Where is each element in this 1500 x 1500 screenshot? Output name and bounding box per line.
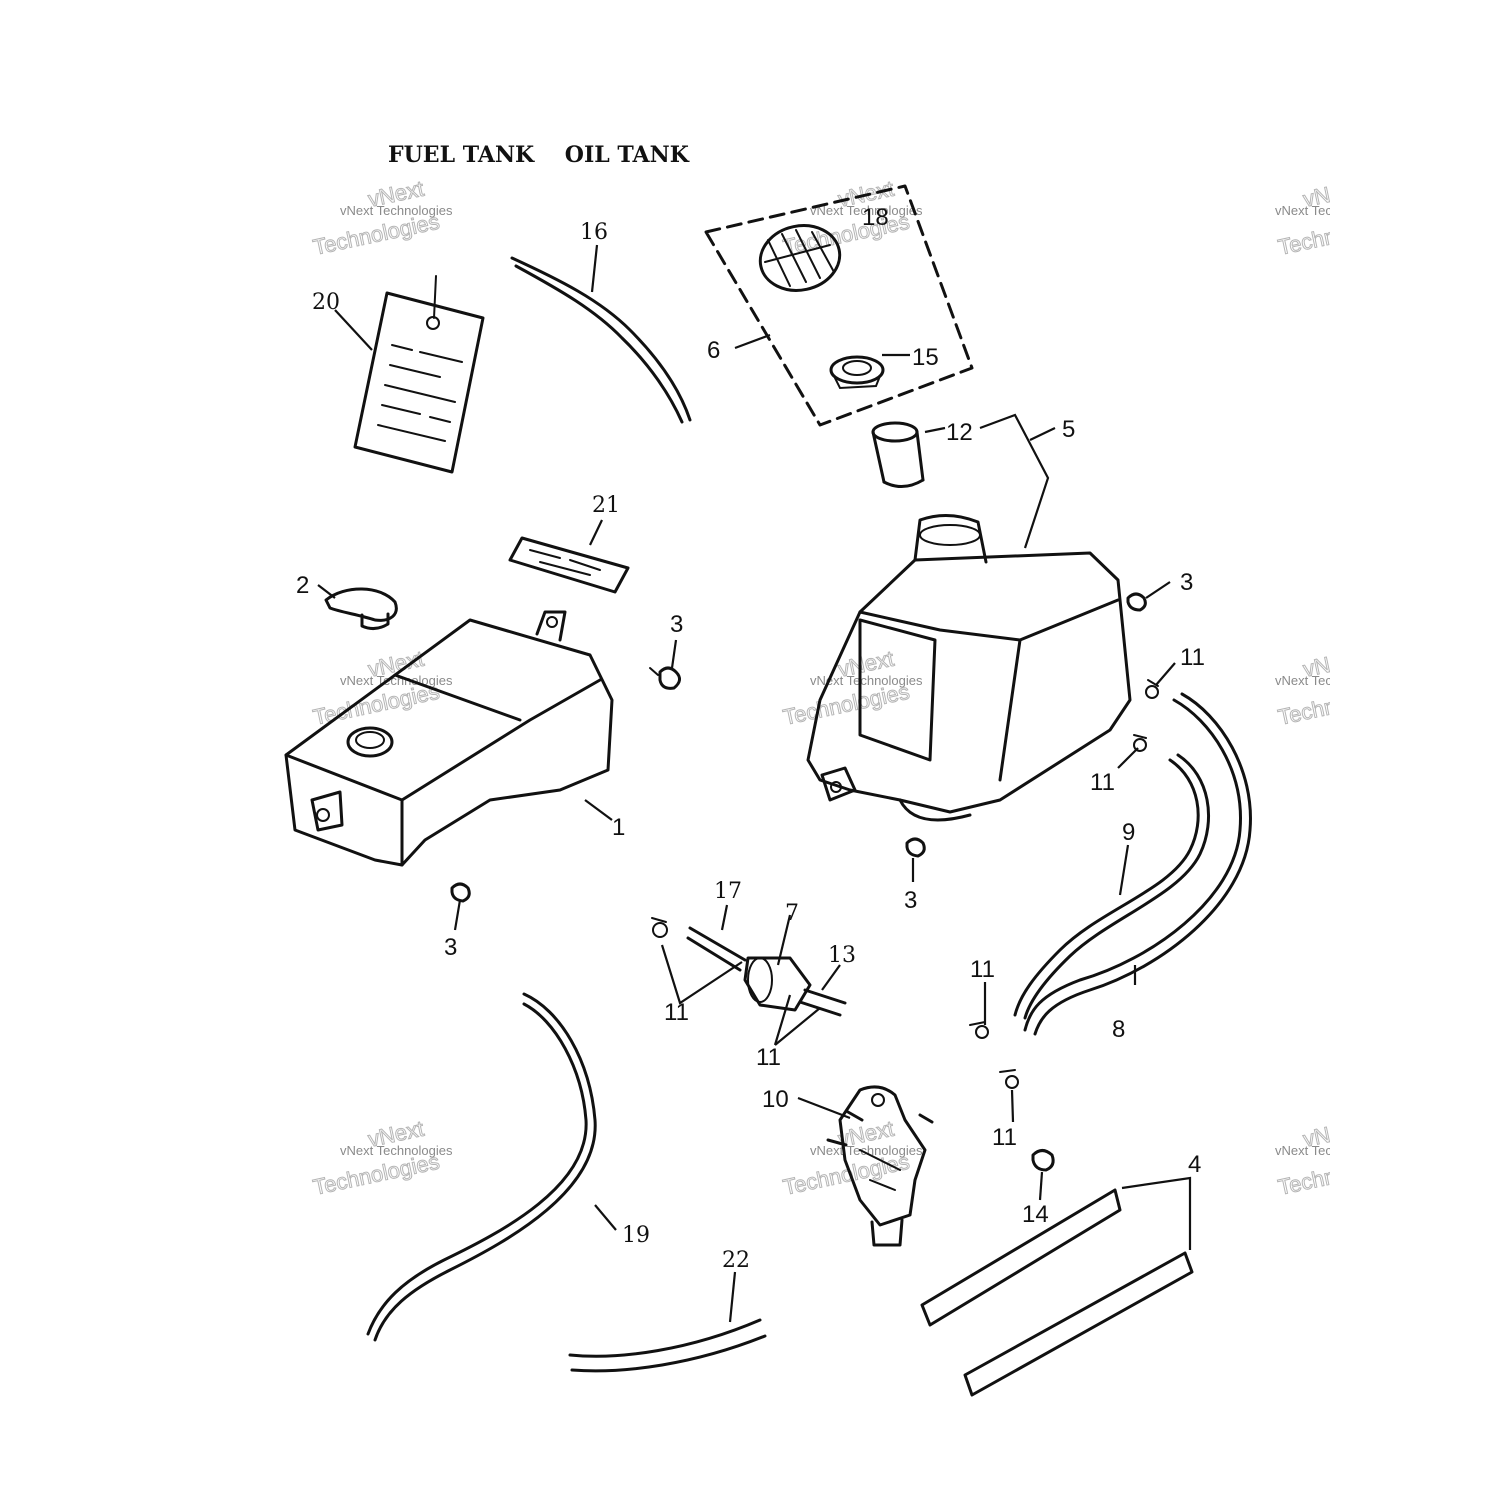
callout-18: 18	[862, 204, 889, 231]
callout-11-top: 11	[1180, 644, 1205, 671]
watermark-text: vNext Technologies	[1275, 1143, 1388, 1158]
part-11-clamp	[999, 1069, 1019, 1089]
callout-8: 8	[1112, 1016, 1125, 1043]
part-3-clip	[1126, 592, 1147, 612]
callout-11-mid: 11	[1090, 769, 1115, 796]
part-20-tag	[353, 275, 485, 474]
diagram-title: FUEL TANK OIL TANK	[388, 142, 690, 168]
watermark-text: vNext Technologies	[810, 203, 923, 218]
watermark-text: vNext Technologies	[340, 203, 453, 218]
leader-lines	[317, 244, 1192, 1323]
watermark-text: vNext Technologies	[1275, 673, 1388, 688]
callout-19: 19	[622, 1223, 650, 1248]
watermark-text: vNext	[1301, 1116, 1361, 1152]
watermark: vNext Technologies vNext Technologies	[310, 1115, 453, 1200]
callout-17: 17	[714, 879, 742, 904]
part-12-sleeve	[871, 421, 925, 488]
part-11-clamp	[969, 1021, 989, 1039]
watermark-column-clipped: vNext Technologies vNext Technologies vN…	[1275, 175, 1388, 1200]
callout-11-lower: 11	[992, 1124, 1017, 1151]
part-2-cap	[324, 587, 398, 631]
callout-4: 4	[1188, 1151, 1201, 1178]
part-11-clamp	[1133, 734, 1147, 752]
watermark-text: vNext Technologies	[810, 1143, 923, 1158]
callout-3-fuel-tank: 3	[1180, 569, 1193, 596]
watermark: vNext Technologies vNext Technologies	[780, 645, 923, 730]
part-14-clip	[1031, 1149, 1055, 1172]
callout-3-oil-tank-top: 3	[670, 611, 683, 638]
callout-21: 21	[592, 493, 620, 518]
watermark: vNext Technologies vNext Technologies	[310, 175, 453, 260]
watermark: vNext Technologies vNext Technologies	[1275, 175, 1388, 260]
watermark-text: vNext	[1301, 176, 1361, 212]
part-18-cap	[758, 224, 842, 292]
part-19-hose	[366, 992, 597, 1342]
callout-5: 5	[1062, 416, 1075, 443]
part-22-hose	[568, 1318, 767, 1373]
callout-7: 7	[785, 901, 799, 926]
watermark: vNext Technologies vNext Technologies	[780, 175, 923, 260]
callout-22: 22	[722, 1248, 750, 1273]
callout-6: 6	[707, 337, 720, 364]
part-8-hose	[1023, 692, 1252, 1036]
watermark: vNext Technologies vNext Technologies	[780, 1115, 923, 1200]
part-11-clamp	[651, 917, 668, 938]
part-10-fuel-valve	[826, 1085, 934, 1247]
callout-10: 10	[762, 1086, 789, 1113]
callout-16: 16	[580, 220, 608, 245]
part-3-clip	[450, 882, 471, 903]
watermark: vNext Technologies vNext Technologies	[1275, 645, 1388, 730]
part-1-oil-tank	[284, 610, 614, 867]
callout-15: 15	[912, 344, 939, 371]
part-3-clip	[905, 837, 926, 858]
callout-20: 20	[312, 290, 340, 315]
part-7-fuel-filter	[743, 956, 812, 1012]
watermark-text: vNext Technologies	[1275, 203, 1388, 218]
callout-12: 12	[946, 419, 973, 446]
watermark-text: vNext Technologies	[810, 673, 923, 688]
part-13-hose	[798, 988, 847, 1017]
part-15-gasket	[829, 355, 885, 390]
callout-11-filter-left: 11	[664, 999, 689, 1026]
part-11-clamp	[1145, 679, 1159, 699]
callout-labels: 20 16 18 6 15 12 5 21 2 3 3 11 11 1 3 3 …	[296, 204, 1205, 1273]
callout-11-filter-right: 11	[756, 1044, 781, 1071]
callout-3-fuel-tank-bottom: 3	[904, 887, 917, 914]
callout-13: 13	[828, 943, 856, 968]
part-4-strip	[920, 1188, 1122, 1327]
callout-2: 2	[296, 572, 309, 599]
watermark: vNext Technologies vNext Technologies	[1275, 1115, 1388, 1200]
part-5-fuel-tank	[806, 514, 1132, 822]
callout-1: 1	[612, 814, 625, 841]
callout-9: 9	[1122, 819, 1135, 846]
part-4-strip	[963, 1251, 1194, 1397]
part-9-hose	[1013, 753, 1211, 1020]
callout-3-oil-tank-bottom: 3	[444, 934, 457, 961]
part-6-cap-assembly	[704, 184, 974, 427]
watermark-text: vNext Technologies	[340, 1143, 453, 1158]
part-16-hose	[510, 256, 692, 424]
part-3-clip	[649, 666, 681, 690]
part-17-hose	[686, 926, 747, 972]
part-21-sticker	[508, 536, 630, 594]
watermark-text: vNext	[1301, 646, 1361, 682]
callout-14: 14	[1022, 1201, 1049, 1228]
callout-11-right: 11	[970, 956, 995, 983]
